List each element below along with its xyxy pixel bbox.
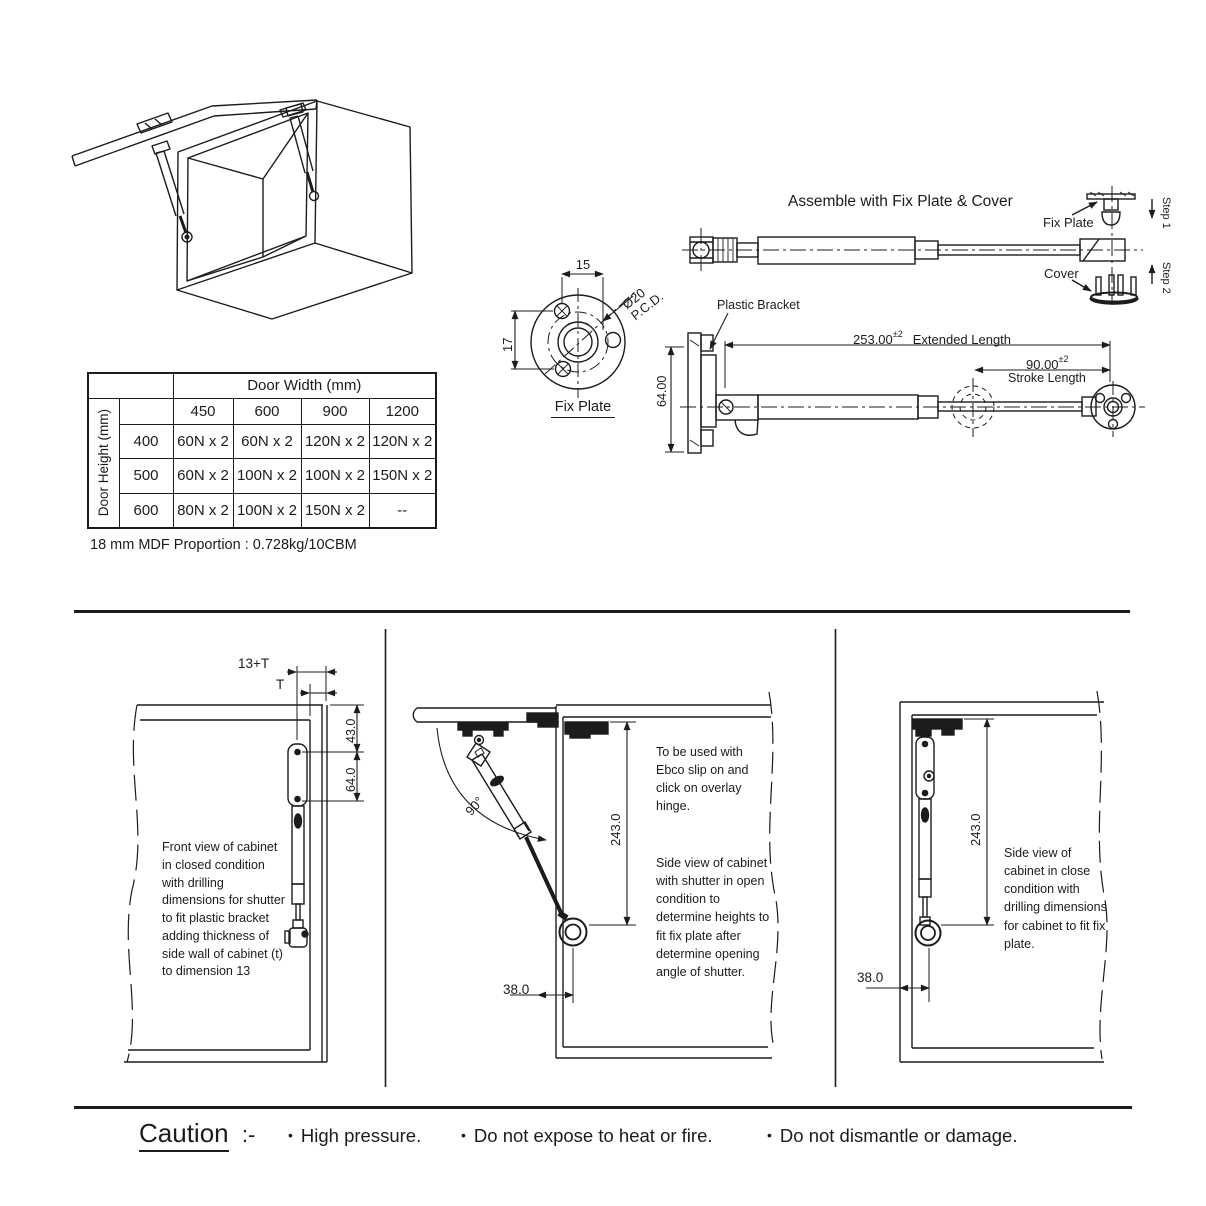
table-row: 400 60N x 2 60N x 2 120N x 2 120N x 2 (88, 423, 437, 459)
extended-length-dim: 253.00±2 Extended Length (853, 329, 1011, 348)
caution-text: High pressure. (300, 1125, 422, 1146)
stroke-value: 90.00 (1026, 357, 1059, 372)
width-col-450: 450 (172, 397, 234, 425)
door-height-header-text: Door Height (mm) (96, 409, 112, 517)
front-view-panel-drawing (124, 666, 364, 1063)
force-cell: 120N x 2 (300, 423, 370, 459)
width-col-1200: 1200 (368, 397, 437, 425)
hinge-usage-note: To be used with Ebco slip on and click o… (656, 745, 749, 814)
plastic-bracket-label: Plastic Bracket (717, 298, 800, 312)
open-view-description: Side view of cabinet with shutter in ope… (656, 856, 770, 979)
bullet-icon: • (767, 1127, 772, 1143)
caution-colon: :- (241, 1122, 256, 1147)
force-cell: 60N x 2 (232, 423, 302, 459)
side-view-open-panel-drawing (412, 691, 779, 1059)
table-row: 600 80N x 2 100N x 2 150N x 2 -- (88, 492, 437, 529)
caution-word: Caution (139, 1118, 229, 1152)
dim-t: T (276, 677, 285, 692)
dim-243-open: 243.0 (608, 813, 623, 846)
caution-text: Do not expose to heat or fire. (473, 1125, 713, 1146)
width-col-900: 900 (300, 397, 370, 425)
force-spec-table: Door Width (mm) Door Height (mm) 450 600… (87, 372, 438, 529)
height-400: 400 (118, 423, 174, 459)
step1-label: Step 1 (1160, 197, 1172, 229)
force-cell: -- (368, 492, 437, 529)
force-cell: 150N x 2 (300, 492, 370, 529)
caution-heading: Caution :- (139, 1118, 256, 1152)
cover-callout-label: Cover (1044, 266, 1079, 281)
bullet-icon: • (461, 1127, 466, 1143)
extended-tolerance: ±2 (892, 329, 903, 339)
step2-label: Step 2 (1160, 262, 1172, 294)
front-view-description: Front view of cabinet in closed conditio… (162, 840, 285, 979)
force-cell: 150N x 2 (368, 457, 437, 494)
stroke-length-label: Stroke Length (1008, 371, 1086, 385)
closed-view-description: Side view of cabinet in close condition … (1004, 846, 1107, 951)
stroke-tolerance: ±2 (1058, 354, 1069, 364)
table-cell-empty (118, 397, 174, 425)
gas-spring-assembly-drawing (682, 186, 1156, 305)
dim-13-plus-t: 13+T (238, 656, 270, 671)
force-cell: 60N x 2 (172, 423, 234, 459)
caution-text: Do not dismantle or damage. (779, 1125, 1018, 1146)
mdf-proportion-note: 18 mm MDF Proportion : 0.728kg/10CBM (90, 537, 357, 553)
fix-plate-detail-drawing (511, 270, 638, 398)
dim-64: 64.0 (344, 767, 358, 792)
isometric-cabinet-drawing (71, 99, 413, 320)
dim-243-closed: 243.0 (968, 813, 983, 846)
stroke-length-dim: 90.00±2 (1026, 354, 1069, 373)
caution-item-1: • High pressure. (288, 1125, 421, 1147)
width-col-600: 600 (232, 397, 302, 425)
force-cell: 80N x 2 (172, 492, 234, 529)
bullet-icon: • (288, 1127, 293, 1143)
extended-value: 253.00 (853, 332, 893, 347)
height-500: 500 (118, 457, 174, 494)
dim-43: 43.0 (344, 718, 358, 743)
fix-plate-caption: Fix Plate (551, 399, 615, 418)
door-height-header: Door Height (mm) (87, 397, 120, 529)
bracket-height-dim: 64.00 (655, 375, 669, 407)
extended-label: Extended Length (912, 332, 1012, 347)
side-view-closed-panel-drawing (866, 690, 1108, 1063)
fixplate-dim-17: 17 (500, 337, 515, 352)
section-frame (74, 610, 1132, 1109)
force-cell: 60N x 2 (172, 457, 234, 494)
force-cell: 100N x 2 (232, 457, 302, 494)
force-cell: 120N x 2 (368, 423, 437, 459)
caution-item-3: • Do not dismantle or damage. (767, 1125, 1017, 1147)
door-width-header: Door Width (mm) (172, 372, 437, 399)
dim-38-closed: 38.0 (857, 970, 884, 985)
fixplate-dim-15: 15 (575, 257, 591, 272)
force-cell: 100N x 2 (300, 457, 370, 494)
dim-38-open: 38.0 (503, 982, 530, 997)
table-corner-cell (87, 372, 174, 399)
table-row: 500 60N x 2 100N x 2 100N x 2 150N x 2 (88, 457, 437, 494)
bracket-assembly-drawing (665, 312, 1145, 454)
assembly-title: Assemble with Fix Plate & Cover (788, 193, 1013, 210)
height-600: 600 (118, 492, 174, 529)
fix-plate-callout-label: Fix Plate (1043, 215, 1094, 230)
caution-item-2: • Do not expose to heat or fire. (461, 1125, 713, 1147)
force-cell: 100N x 2 (232, 492, 302, 529)
